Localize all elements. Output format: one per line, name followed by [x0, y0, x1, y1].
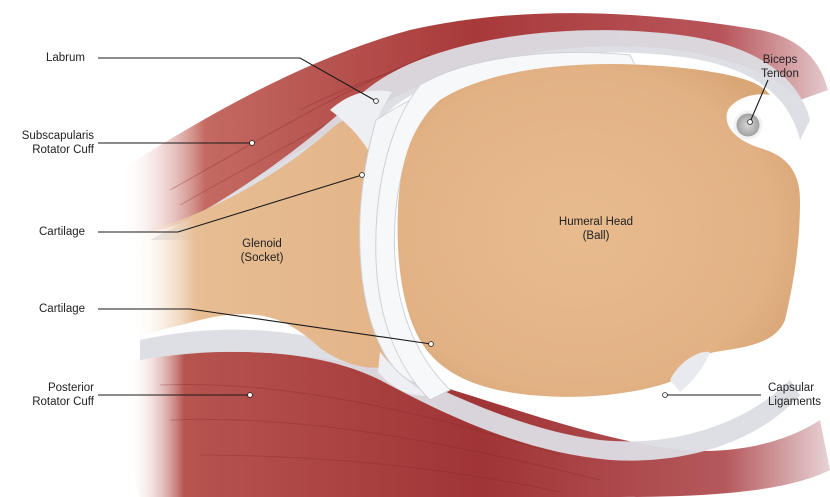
label-humeral-head: Humeral Head (Ball): [548, 215, 644, 243]
label-cartilage-top: Cartilage: [39, 225, 85, 239]
label-biceps: Biceps Tendon: [752, 53, 808, 81]
cartilage-top-dot: [360, 173, 365, 178]
posterior-dot: [248, 393, 253, 398]
cartilage-bottom-dot: [429, 342, 434, 347]
subscapularis-dot: [250, 141, 255, 146]
biceps-dot: [748, 120, 753, 125]
label-cartilage-bottom: Cartilage: [39, 302, 85, 316]
label-subscapularis: Subscapularis Rotator Cuff: [4, 129, 94, 157]
label-capsular: Capsular Ligaments: [768, 381, 821, 409]
label-glenoid: Glenoid (Socket): [232, 237, 292, 265]
capsular-dot: [663, 393, 668, 398]
label-posterior: Posterior Rotator Cuff: [4, 381, 94, 409]
labrum-dot: [374, 99, 379, 104]
label-labrum: Labrum: [46, 51, 85, 65]
biceps-tendon: [735, 112, 761, 138]
